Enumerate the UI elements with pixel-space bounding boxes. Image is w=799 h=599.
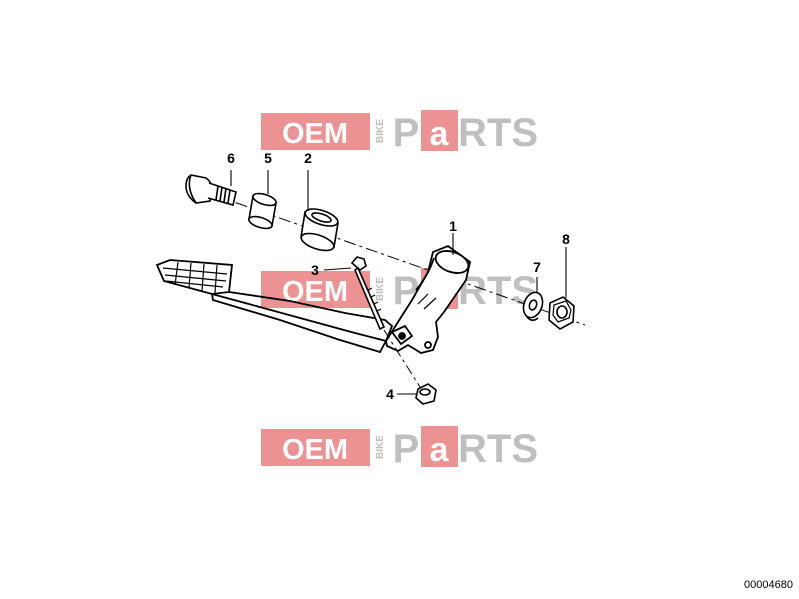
watermark-bike-text: BIKE [375,119,386,143]
watermark-oem-text: OEM [282,434,348,466]
part-8-hex-nut [548,296,575,330]
watermark-bottom: OEM BIKE P a RTS [261,426,538,471]
watermark-middle: OEM BIKE P a RTS [261,268,538,313]
leader-lines [230,170,567,395]
callout-3-label: 3 [311,262,319,278]
part-3-pinch-bolt [350,256,386,331]
callout-8-label: 8 [562,231,570,247]
callout-7-label: 7 [533,259,541,275]
pinch-bolt-axis-line [383,329,426,396]
part-6-bolt [185,174,237,206]
callout-1-label: 1 [449,218,457,234]
watermark-a-text: a [430,431,450,469]
assembly-axis-line [213,194,586,326]
part-1-brake-lever [155,244,472,354]
watermark-oem-text: OEM [282,118,348,150]
callout-2-label: 2 [304,150,312,166]
watermark-p-text: P [393,111,420,155]
callout-6-label: 6 [227,150,235,166]
callout-4-label: 4 [386,386,394,402]
watermark-top: OEM BIKE P a RTS [261,110,538,155]
reference-number: 00004680 [744,579,793,591]
watermark-a-text: a [430,115,450,153]
watermark-oem-text: OEM [282,276,348,308]
watermark-bike-text: BIKE [375,435,386,459]
part-5-spacer [248,192,277,230]
part-2-bushing [300,208,339,252]
callout-5-label: 5 [264,150,272,166]
watermark-p-text: P [393,427,420,471]
watermark-rts-text: RTS [458,111,538,155]
watermark-bike-text: BIKE [375,277,386,301]
part-4-nut [415,383,437,405]
watermark-rts-text: RTS [458,427,538,471]
